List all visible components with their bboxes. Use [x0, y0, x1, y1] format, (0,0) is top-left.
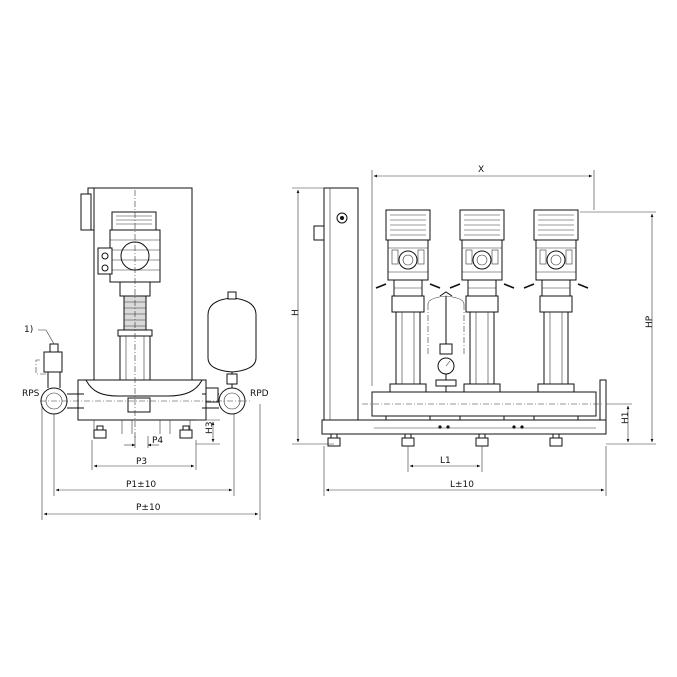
rps-label: RPS: [22, 389, 40, 399]
l1-label: L1: [440, 456, 451, 466]
p-label: P±10: [136, 503, 161, 513]
rpd-label: RPD: [250, 389, 269, 399]
pump-unit-3: [523, 209, 589, 421]
pump-unit-1: [375, 209, 441, 421]
side-pump-motor: [97, 211, 161, 283]
h-label: H: [291, 309, 301, 316]
h1-label: H1: [621, 412, 631, 425]
side-view: 1) RPS RPD H3 P4 P3 P1±10 P±10: [22, 187, 269, 520]
terminal-box: [97, 247, 113, 275]
front-control-panel: [323, 187, 359, 421]
cabinet-handle: [80, 193, 92, 231]
p1-label: P1±10: [126, 480, 156, 490]
front-view: X H HP H1 L1 L±10: [291, 165, 656, 496]
pressure-vessel: [207, 291, 257, 388]
front-base-frame: [321, 419, 607, 435]
note-label: 1): [24, 325, 33, 335]
h3-label: H3: [205, 422, 215, 435]
l-label: L±10: [450, 480, 474, 490]
gauge-assembly: [427, 291, 465, 392]
hp-label: HP: [645, 315, 655, 328]
p3-label: P3: [136, 457, 147, 467]
pump-unit-2: [449, 209, 515, 421]
p4-label: P4: [152, 436, 163, 446]
suction-manifold: [35, 329, 84, 415]
x-label: X: [478, 165, 484, 175]
valve-1: [43, 351, 63, 373]
